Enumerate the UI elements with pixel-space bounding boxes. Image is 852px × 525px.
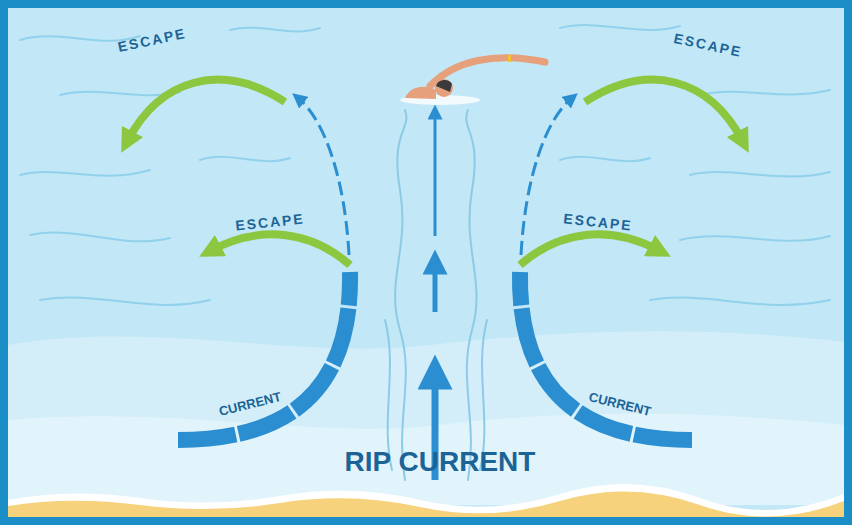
rip-current-title: RIP CURRENT [345,446,536,478]
escape-label: ESCAPE [672,30,743,60]
current-label: CURRENT [587,389,652,419]
surf-line [8,484,844,517]
sand [8,491,844,517]
water [8,8,844,517]
shallow-water [8,331,844,505]
current-label: CURRENT [217,389,282,419]
escape-label: ESCAPE [563,210,634,233]
wave-lines [20,25,830,305]
swimmer [400,55,545,105]
rip-flow-lines [385,110,487,480]
foam [8,414,844,505]
current-bands [178,98,692,440]
escape-label: ESCAPE [235,210,306,233]
escape-arrows [128,80,742,265]
escape-label: ESCAPE [116,25,187,55]
rip-arrows [435,112,436,480]
